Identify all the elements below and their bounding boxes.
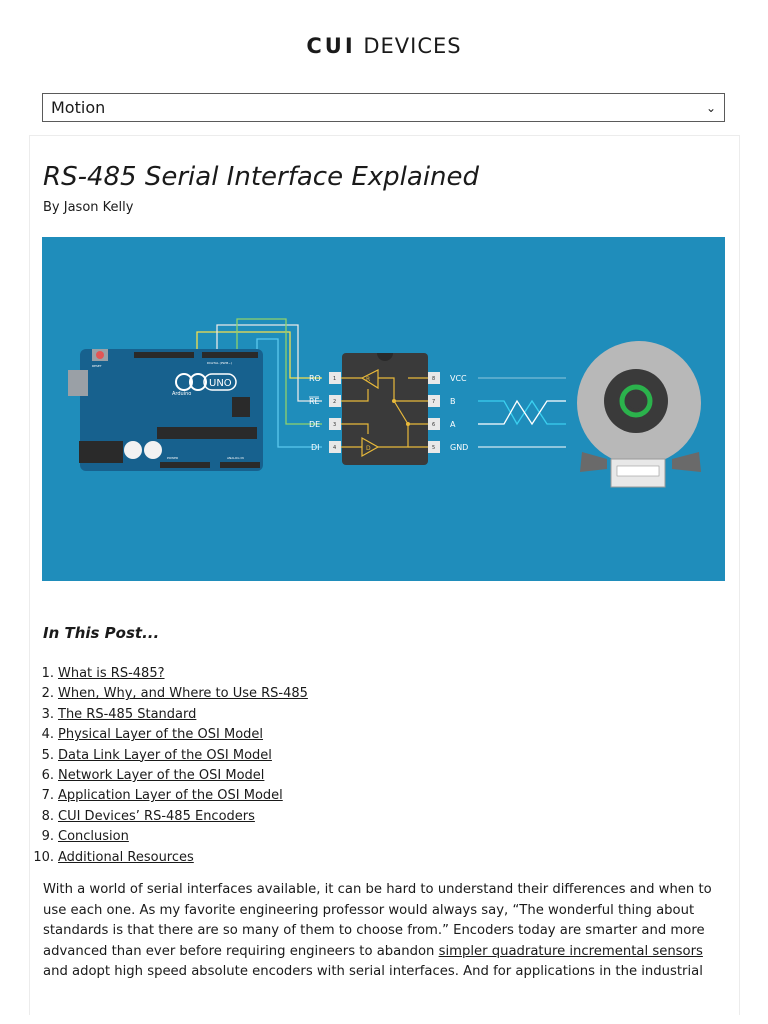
board-subtitle: Arduino <box>172 391 191 397</box>
toc-number: 1. <box>41 666 54 681</box>
board-analog-label: ANALOG IN <box>227 456 244 460</box>
rs485-diagram: UNO Arduino RESET DIGITAL (PWM~) POWER A… <box>42 237 725 581</box>
pin-label-ro: RO <box>309 374 321 383</box>
pin-number-7: 7 <box>432 399 435 405</box>
signal-lines <box>478 377 566 448</box>
toc-link-network-layer[interactable]: Network Layer of the OSI Model <box>58 767 265 783</box>
board-reset-label: RESET <box>92 364 102 368</box>
toc-item: 8.CUI Devices’ RS-485 Encoders <box>22 807 722 827</box>
toc-link-additional-resources[interactable]: Additional Resources <box>58 849 194 865</box>
board-digital-label: DIGITAL (PWM~) <box>207 361 232 365</box>
encoder <box>577 341 701 488</box>
chip-pins <box>329 372 440 453</box>
toc-number: 8. <box>41 808 54 824</box>
intro-paragraph: With a world of serial interfaces availa… <box>43 880 727 983</box>
toc-heading: In This Post... <box>43 624 160 642</box>
toc-link-physical-layer[interactable]: Physical Layer of the OSI Model <box>58 727 264 743</box>
toc-item: 4.Physical Layer of the OSI Model <box>22 725 722 745</box>
toc-link-application-layer[interactable]: Application Layer of the OSI Model <box>58 788 283 804</box>
pin-number-4: 4 <box>333 445 336 451</box>
pin-label-de: DE <box>309 420 320 429</box>
toc-link-conclusion[interactable]: Conclusion <box>58 829 129 845</box>
chip-receiver-label: R <box>366 376 370 383</box>
toc-item: 7.Application Layer of the OSI Model <box>22 786 722 806</box>
pin-label-b: B <box>450 397 456 406</box>
toc-link-what-is-rs485[interactable]: What is RS-485? <box>58 666 165 681</box>
quadrature-encoders-link[interactable]: simpler quadrature incremental sensors <box>438 943 703 959</box>
board-power-label: POWER <box>167 456 178 460</box>
pin-number-1: 1 <box>333 376 336 382</box>
category-select-value: Motion <box>51 98 106 117</box>
article-card <box>29 135 740 1015</box>
toc-number: 2. <box>41 686 54 702</box>
toc-number: 5. <box>41 747 54 763</box>
toc-item: 5.Data Link Layer of the OSI Model <box>22 746 722 766</box>
toc-number: 4. <box>41 727 54 743</box>
intro-text-end: and adopt high speed absolute encoders w… <box>43 964 703 979</box>
pin-label-gnd: GND <box>450 443 468 452</box>
toc-item: 2.When, Why, and Where to Use RS-485 <box>22 684 722 704</box>
board-wires <box>196 318 322 448</box>
pin-number-5: 5 <box>432 445 435 451</box>
toc-link-cui-encoders[interactable]: CUI Devices’ RS-485 Encoders <box>58 808 255 824</box>
intro-text-start: With a world of serial interfaces availa… <box>43 882 712 959</box>
pin-label-vcc: VCC <box>450 374 467 383</box>
toc-item: 9.Conclusion <box>22 827 722 847</box>
category-select[interactable]: Motion ⌄ <box>42 93 725 122</box>
toc-number: 3. <box>41 706 54 722</box>
logo-light-text: DEVICES <box>363 34 462 58</box>
toc-item: 6.Network Layer of the OSI Model <box>22 766 722 786</box>
pin-number-8: 8 <box>432 376 435 382</box>
board-uno-label: UNO <box>209 378 232 389</box>
cui-devices-logo[interactable]: CUI DEVICES <box>0 34 768 58</box>
article-byline: By Jason Kelly <box>43 200 134 215</box>
pin-number-2: 2 <box>333 399 336 405</box>
toc-link-when-why-where[interactable]: When, Why, and Where to Use RS-485 <box>58 686 308 702</box>
chevron-down-icon: ⌄ <box>705 100 716 115</box>
toc-number: 9. <box>41 829 54 845</box>
chip-right-pin-labels: VCC B A GND <box>450 374 468 452</box>
hero-image: UNO Arduino RESET DIGITAL (PWM~) POWER A… <box>42 237 725 581</box>
toc-item: 3.The RS-485 Standard <box>22 705 722 725</box>
table-of-contents: 1. What is RS-485? 2.When, Why, and Where… <box>22 664 722 868</box>
chip-driver-label: D <box>366 445 371 452</box>
differential-pair <box>478 399 566 426</box>
arduino-board: UNO Arduino RESET DIGITAL (PWM~) POWER A… <box>68 349 263 471</box>
toc-number: 6. <box>41 767 54 783</box>
toc-link-data-link-layer[interactable]: Data Link Layer of the OSI Model <box>58 747 272 763</box>
toc-item: 10.Additional Resources <box>22 848 722 868</box>
chip-left-pin-labels: RO RE DE DI <box>309 374 321 452</box>
pin-label-re: RE <box>309 397 320 406</box>
pin-label-a: A <box>450 420 456 429</box>
logo-bold-text: CUI <box>306 34 356 58</box>
pin-number-6: 6 <box>432 422 435 428</box>
rs485-chip: R D <box>341 353 428 465</box>
pin-label-di: DI <box>311 443 320 452</box>
chip-pin-numbers: 1 2 3 4 8 7 6 5 <box>333 376 435 451</box>
toc-link-rs485-standard[interactable]: The RS-485 Standard <box>58 706 197 722</box>
pin-number-3: 3 <box>333 422 336 428</box>
toc-item: 1. What is RS-485? <box>22 664 722 684</box>
toc-number: 10. <box>33 849 54 865</box>
toc-number: 7. <box>41 788 54 804</box>
article-title: RS-485 Serial Interface Explained <box>43 162 480 192</box>
